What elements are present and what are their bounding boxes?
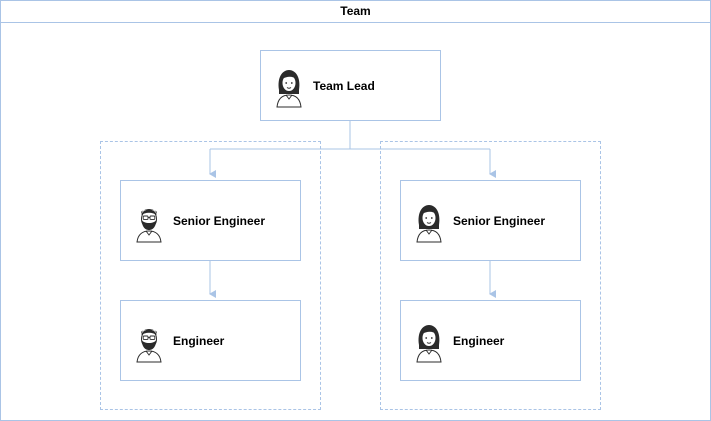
node-label: Senior Engineer [173, 213, 266, 228]
node-label: Team Lead [313, 78, 375, 93]
bearded-man-glasses-avatar-icon [135, 203, 163, 243]
woman-avatar-icon [415, 323, 443, 363]
woman-avatar-icon [275, 68, 303, 108]
node-label: Engineer [453, 333, 505, 348]
branch-group-left [100, 141, 321, 410]
node-label: Senior Engineer [453, 213, 546, 228]
branch-group-right [380, 141, 601, 410]
node-senior-engineer-left[interactable]: Senior Engineer [120, 180, 301, 261]
woman-avatar-icon [415, 203, 443, 243]
node-senior-engineer-right[interactable]: Senior Engineer [400, 180, 581, 261]
node-label: Engineer [173, 333, 225, 348]
bearded-man-glasses-avatar-icon [135, 323, 163, 363]
team-title: Team [1, 1, 710, 23]
node-engineer-right[interactable]: Engineer [400, 300, 581, 381]
node-engineer-left[interactable]: Engineer [120, 300, 301, 381]
node-team-lead[interactable]: Team Lead [260, 50, 441, 121]
